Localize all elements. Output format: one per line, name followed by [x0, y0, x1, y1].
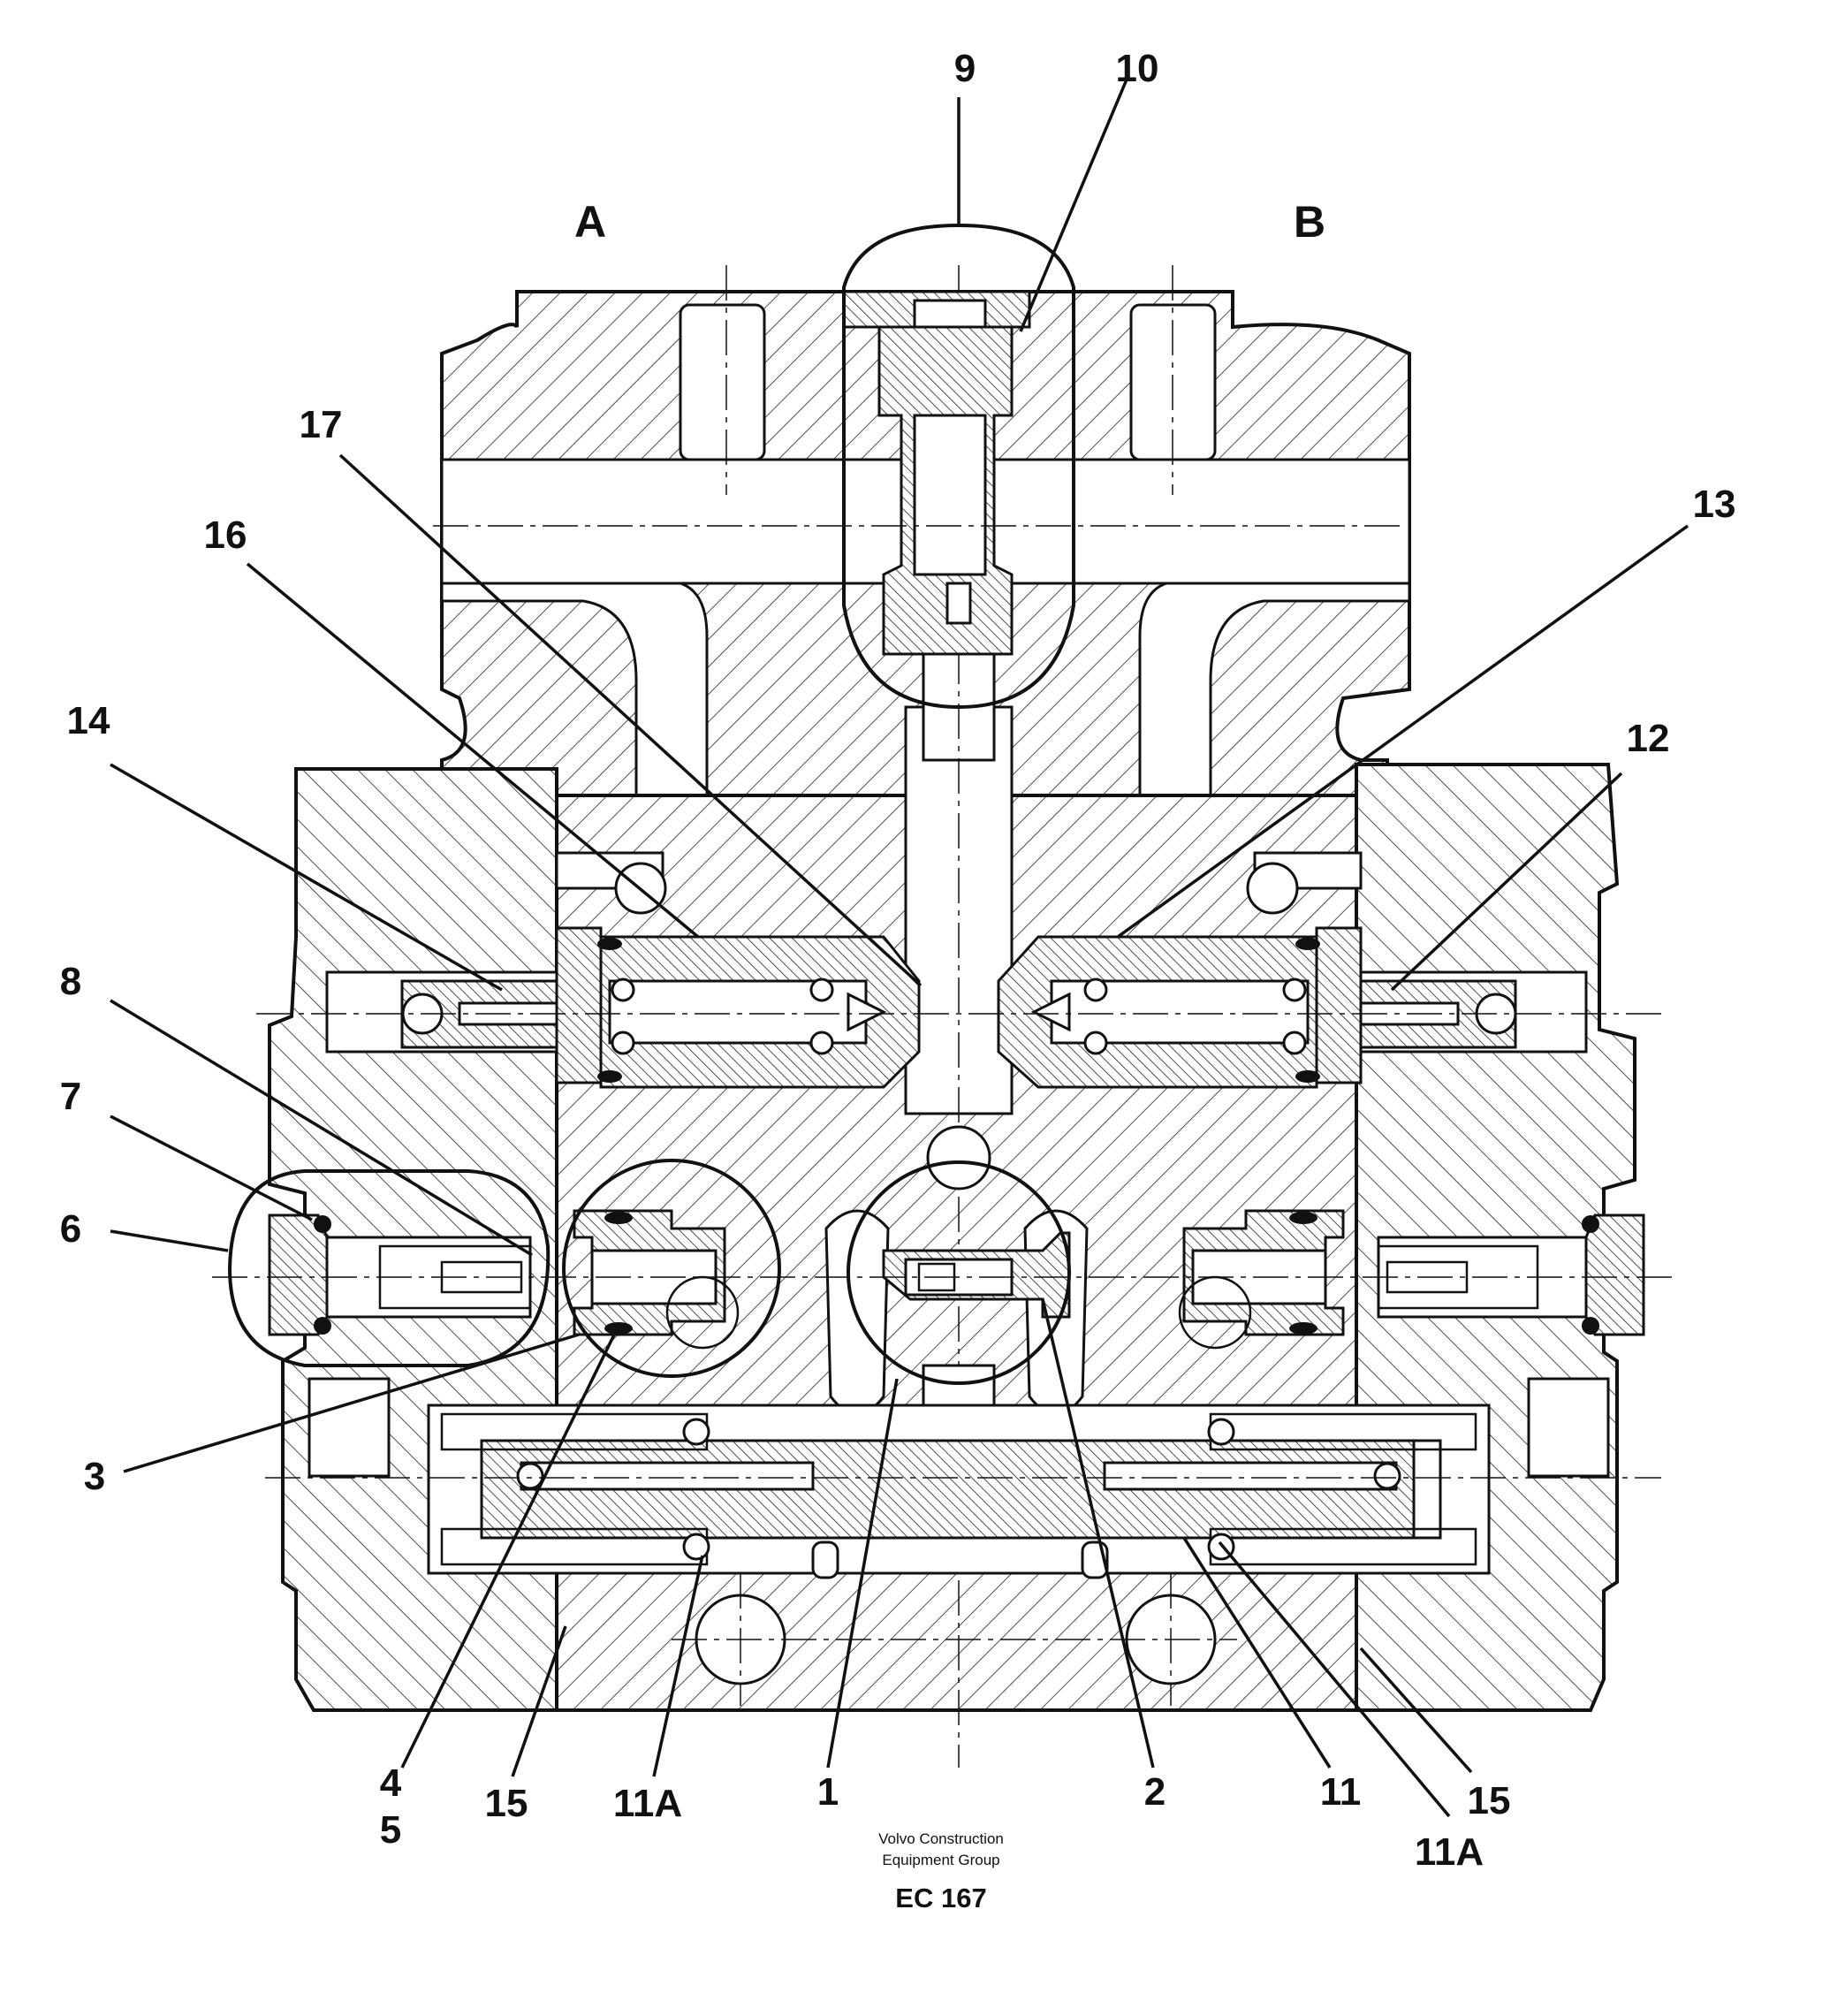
- leader-lines: [110, 79, 1690, 1818]
- callout-9: 9: [954, 47, 976, 90]
- credit-line-1: Volvo Construction: [878, 1830, 1004, 1847]
- callout-11a-left: 11A: [613, 1782, 682, 1825]
- callout-16: 16: [204, 514, 247, 557]
- right-check-valve: [1178, 1209, 1345, 1350]
- port-label-a: A: [574, 197, 606, 247]
- bottom-ports: [672, 1573, 1237, 1706]
- callout-7: 7: [60, 1075, 81, 1118]
- callout-3: 3: [84, 1455, 105, 1498]
- credit-line-2: Equipment Group: [882, 1852, 999, 1868]
- callout-15-left: 15: [485, 1782, 528, 1825]
- callout-2: 2: [1144, 1770, 1166, 1814]
- upper-spool-right: [997, 926, 1588, 1089]
- port-label-b: B: [1294, 197, 1325, 247]
- credit-block: Volvo Construction Equipment Group EC 16…: [878, 1830, 1004, 1913]
- callout-10: 10: [1116, 47, 1159, 90]
- detail-circles: [227, 223, 1075, 1385]
- callout-11: 11: [1320, 1770, 1362, 1814]
- callout-12: 12: [1627, 717, 1670, 760]
- callout-labels: 9 10 A B 17 16 13 14 12 8 7 6 3 4 5 15 1…: [60, 47, 1736, 1874]
- callout-15-right: 15: [1468, 1779, 1511, 1822]
- callout-13: 13: [1693, 483, 1736, 526]
- callout-8: 8: [60, 960, 81, 1003]
- drawing-code: EC 167: [895, 1883, 986, 1913]
- callout-17: 17: [300, 403, 343, 446]
- callout-6: 6: [60, 1207, 81, 1251]
- callout-14: 14: [67, 699, 110, 742]
- callout-4: 4: [380, 1761, 402, 1805]
- callout-11a-right: 11A: [1415, 1830, 1484, 1874]
- main-spool: [308, 1377, 1610, 1579]
- callout-5: 5: [380, 1808, 401, 1852]
- callout-1: 1: [817, 1770, 839, 1814]
